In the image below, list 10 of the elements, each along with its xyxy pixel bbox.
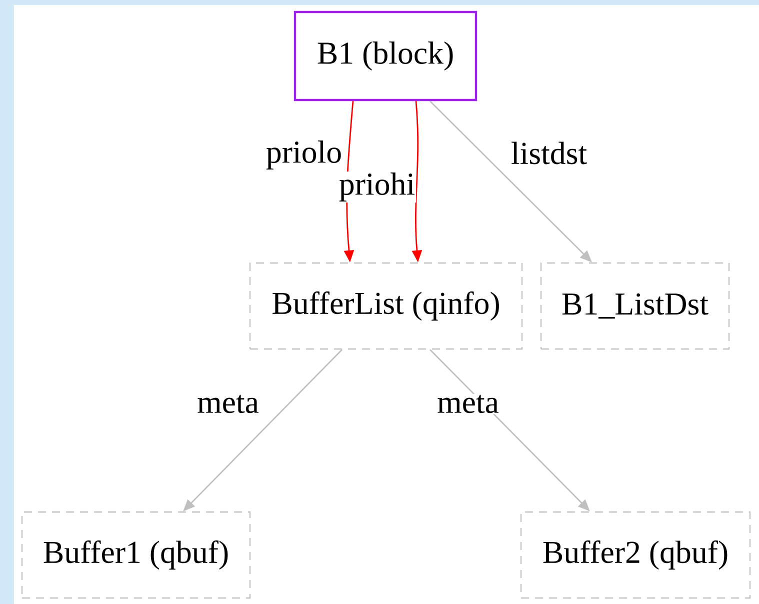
edge-label: listdst [510,140,588,166]
edge-label: meta [436,394,500,414]
node-box: B1_ListDst [540,262,730,350]
node-box: BufferList (qinfo) [249,262,523,350]
edge-label: priohi [338,172,416,202]
edge-label: priolo [264,140,344,170]
node-box: Buffer2 (qbuf) [520,511,751,599]
node-box: Buffer1 (qbuf) [21,511,251,599]
edge-label: meta [196,394,260,414]
node-box: B1 (block) [294,10,478,102]
